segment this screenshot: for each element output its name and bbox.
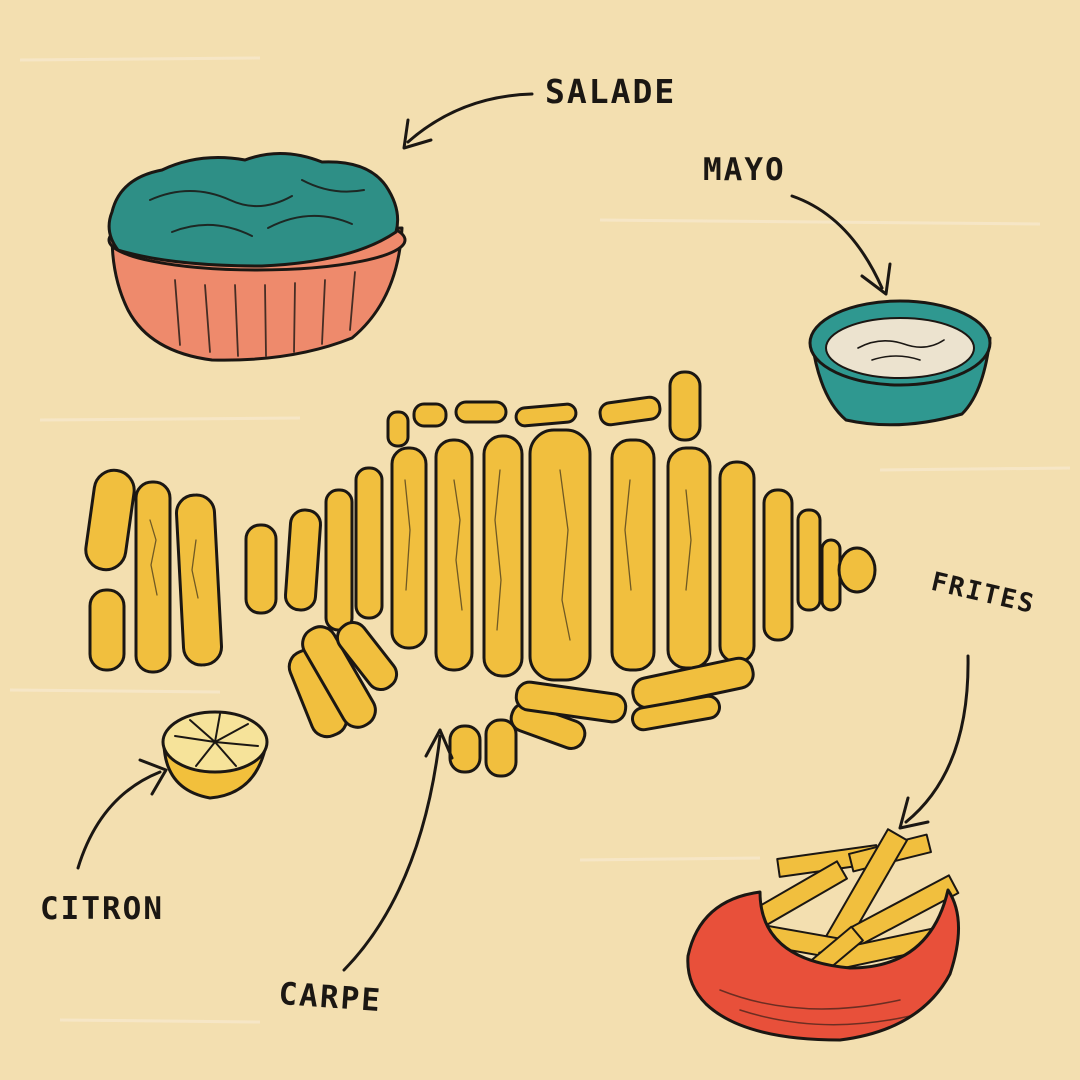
- arrow-carpe: [342, 734, 442, 972]
- mayo-bowl-drawing: [808, 299, 992, 427]
- arrow-frites: [904, 654, 970, 824]
- arrow-citron: [76, 770, 162, 870]
- salad-leaves: [107, 151, 400, 268]
- paper-texture: [9, 56, 1071, 1024]
- arrow-mayo: [790, 194, 884, 290]
- label-mayo: MAYO: [703, 152, 786, 188]
- fries-texture: [149, 469, 692, 641]
- arrows: [76, 92, 970, 972]
- salad-bowl-drawing: [107, 151, 407, 362]
- label-salade: SALADE: [545, 72, 677, 111]
- lemon-drawing: [161, 710, 269, 800]
- carp-fries-drawing: [84, 370, 877, 778]
- mayo-sauce: [825, 317, 975, 379]
- label-citron: CITRON: [40, 891, 164, 927]
- fries-bowl-drawing: [686, 828, 960, 1042]
- arrow-salade: [406, 92, 534, 144]
- label-carpe: CARPE: [277, 976, 384, 1020]
